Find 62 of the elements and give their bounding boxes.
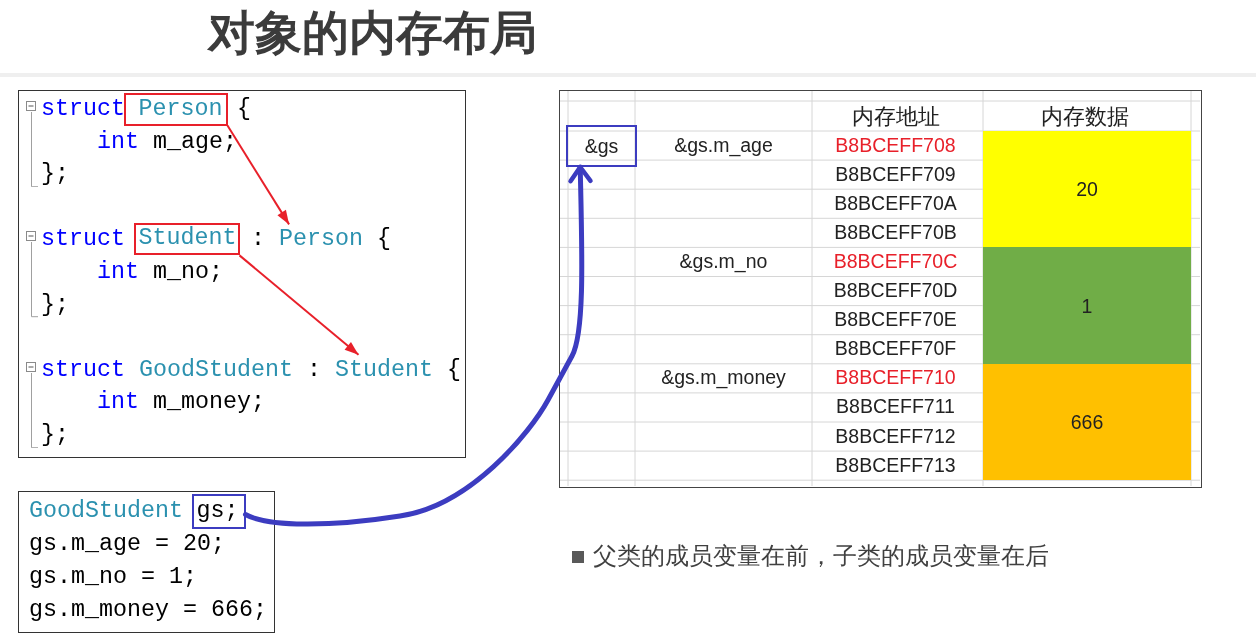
note-text: 父类的成员变量在前，子类的成员变量在后 [593,541,1049,573]
code-keyword: struct [41,225,125,255]
memory-value-cell [983,131,1191,248]
column-header: 内存地址 [851,103,940,131]
memory-address: B8BCEFF70C [833,249,958,275]
code-text: }; [41,160,69,190]
memory-address: B8BCEFF709 [835,161,956,187]
code-text: }; [41,290,69,320]
code-text: }; [41,421,69,450]
memory-address: B8BCEFF70B [834,220,957,246]
code-text: gs.m_no = 1; [29,563,197,592]
highlight-box [566,125,637,167]
code-text: m_age; [153,127,237,157]
code-text: gs; [196,496,239,526]
code-keyword: struct [41,95,125,124]
member-address: &gs.m_no [679,249,768,275]
type-name: GoodStudent [29,497,183,526]
code-text: m_no; [153,258,223,287]
slide-title: 对象的内存布局 [208,4,537,62]
code-text: m_money; [153,388,265,418]
memory-address: B8BCEFF70A [834,191,957,216]
variable-address: &gs [584,134,619,158]
code-text: { [377,225,391,255]
memory-address: B8BCEFF711 [836,394,955,420]
memory-address: B8BCEFF708 [835,132,956,158]
memory-address: B8BCEFF713 [835,452,956,478]
type-name: Person [138,94,223,123]
type-name: GoodStudent [139,355,293,385]
code-text: : [307,355,321,385]
value-text: 20 [1076,177,1098,202]
code-text: : [251,225,265,255]
highlight-box [191,493,246,529]
code-keyword: int [97,388,139,418]
arrow [243,164,593,527]
code-panel [18,90,466,458]
code-text: gs.m_money = 666; [29,596,267,625]
memory-address: B8BCEFF712 [835,423,956,449]
type-name: Person [279,224,363,255]
arrow [238,254,360,356]
column-header: 内存数据 [1041,103,1129,131]
memory-value-cell [983,363,1191,481]
code-text: { [447,355,461,385]
type-name: Student [138,225,237,253]
arrow [226,124,291,226]
code-keyword: struct [41,355,125,385]
code-keyword: int [97,127,139,157]
memory-address: B8BCEFF70F [834,336,957,362]
value-text: 666 [1070,410,1104,434]
member-address: &gs.m_money [661,365,786,391]
value-text: 1 [1081,293,1093,318]
highlight-box [123,92,228,126]
memory-address: B8BCEFF70E [834,307,957,333]
type-name: Student [335,354,433,385]
code-text: { [237,95,251,124]
code-keyword: int [97,258,139,287]
memory-address: B8BCEFF710 [835,365,956,391]
memory-value-cell [983,247,1191,364]
memory-table [559,90,1202,488]
member-address: &gs.m_age [674,132,773,159]
code-text: gs.m_age = 20; [29,530,225,559]
memory-address: B8BCEFF70D [833,278,958,304]
code-panel [18,491,275,633]
